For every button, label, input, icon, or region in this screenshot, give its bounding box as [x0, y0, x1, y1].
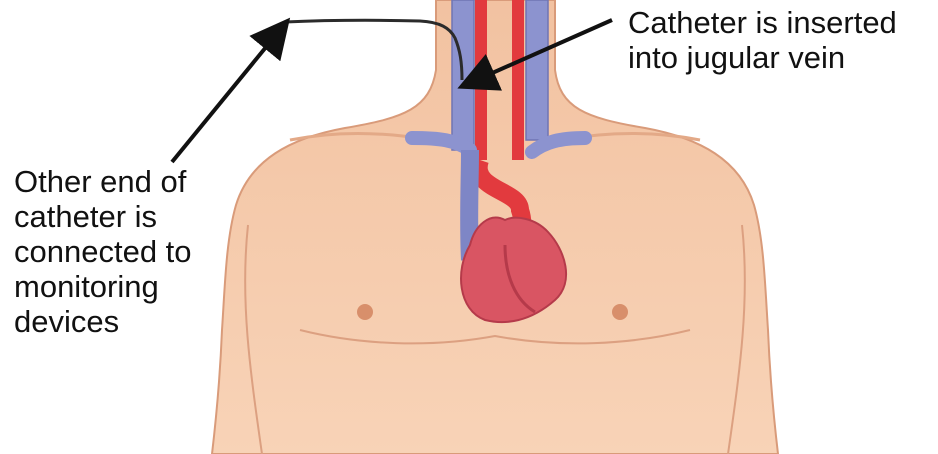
label-monitoring-line-2: catheter is: [14, 199, 192, 234]
left-nipple: [357, 304, 373, 320]
label-monitoring: Other end of catheter is connected to mo…: [14, 164, 192, 339]
label-jugular: Catheter is inserted into jugular vein: [628, 6, 897, 75]
label-jugular-line-2: into jugular vein: [628, 41, 897, 76]
label-jugular-line-1: Catheter is inserted: [628, 6, 897, 41]
right-carotid-artery: [512, 0, 524, 160]
right-nipple: [612, 304, 628, 320]
label-monitoring-line-5: devices: [14, 304, 192, 339]
right-jugular-vein: [526, 0, 548, 140]
label-monitoring-line-3: connected to: [14, 234, 192, 269]
label-monitoring-line-4: monitoring: [14, 269, 192, 304]
arrow-to-catheter-end: [172, 30, 280, 162]
label-monitoring-line-1: Other end of: [14, 164, 192, 199]
